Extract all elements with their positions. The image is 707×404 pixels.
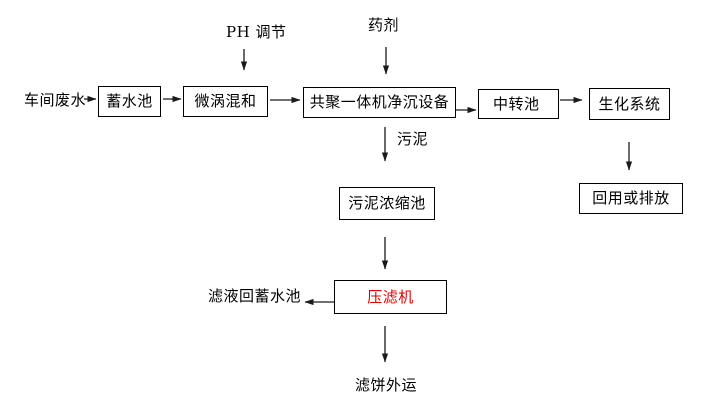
label-filter-cake-out: 滤饼外运	[355, 376, 418, 394]
label-filtrate-return: 滤液回蓄水池	[208, 287, 302, 305]
node-storage-pool: 蓄水池	[98, 86, 161, 117]
node-copolymer-unit: 共聚一体机净沉设备	[303, 87, 456, 118]
label-sludge: 污泥	[397, 130, 429, 148]
node-filter-press: 压滤机	[334, 280, 447, 314]
label-workshop-wastewater: 车间废水	[24, 91, 87, 109]
node-biochemical-system: 生化系统	[589, 88, 670, 120]
node-reuse-or-discharge: 回用或排放	[579, 183, 683, 214]
node-transfer-pool: 中转池	[478, 89, 559, 119]
node-micro-vortex-mixing: 微涡混和	[183, 86, 268, 117]
label-ph-adjustment: PH 调节	[226, 23, 287, 41]
label-chemical-agent: 药剂	[368, 16, 400, 34]
node-sludge-thickening-pool: 污泥浓缩池	[339, 187, 435, 220]
